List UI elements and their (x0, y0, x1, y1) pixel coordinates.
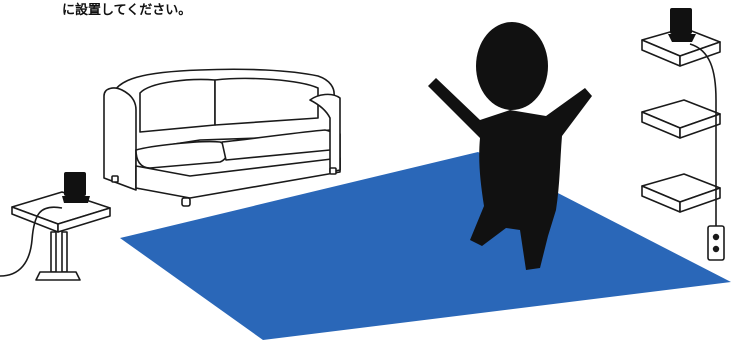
side-table (0, 191, 111, 281)
power-outlet-icon (707, 225, 725, 261)
wall-shelves (641, 27, 721, 226)
base-station-icon (668, 8, 696, 42)
base-station-icon (62, 172, 90, 203)
person-arms-raised-icon (428, 22, 592, 270)
play-area (120, 152, 731, 340)
instruction-caption: に設置してください。 (62, 3, 192, 18)
sofa-icon (103, 68, 341, 207)
